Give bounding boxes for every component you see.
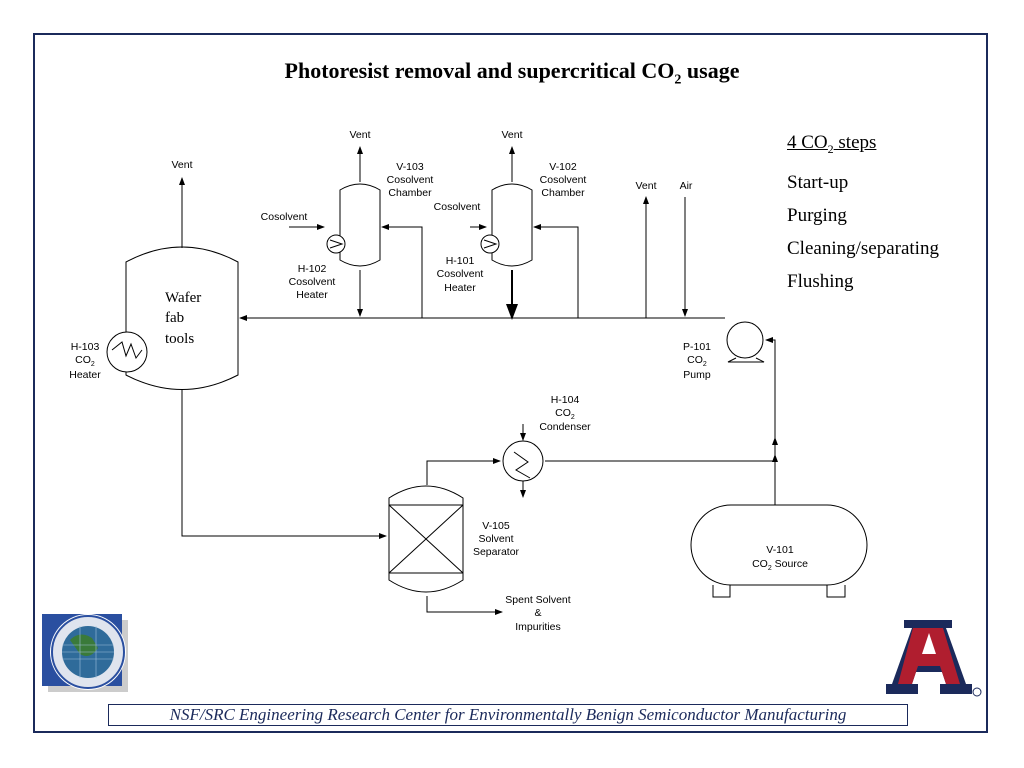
university-of-arizona-logo [886, 620, 982, 697]
svg-text:Solvent: Solvent [478, 533, 513, 545]
v101-label: V-101 CO2 Source [752, 544, 808, 572]
svg-text:Heater: Heater [444, 282, 476, 294]
h103-heater [106, 331, 148, 373]
svg-text:CO2: CO2 [75, 354, 95, 368]
svg-text:tools: tools [165, 331, 194, 347]
svg-text:Heater: Heater [69, 369, 101, 381]
svg-text:V-101: V-101 [766, 544, 794, 556]
step-item: Start-up [787, 171, 849, 193]
svg-text:Heater: Heater [296, 289, 328, 301]
p101-label: P-101 CO2 Pump [683, 341, 711, 381]
svg-text:Wafer: Wafer [165, 290, 201, 306]
v101-co2-source [690, 504, 868, 586]
v103-label: V-103 Cosolvent Chamber [387, 161, 434, 199]
footer-banner: NSF/SRC Engineering Research Center for … [108, 704, 908, 726]
svg-text:V-102: V-102 [549, 161, 577, 173]
svg-text:CO2: CO2 [555, 407, 575, 421]
h104-label: H-104 CO2 Condenser [539, 394, 591, 433]
svg-text:Cosolvent: Cosolvent [540, 174, 587, 186]
spent-solvent-label: Spent Solvent & Impurities [505, 594, 570, 633]
svg-text:Cosolvent: Cosolvent [387, 174, 434, 186]
svg-text:H-103: H-103 [71, 341, 100, 353]
svg-text:Chamber: Chamber [388, 187, 432, 199]
co2-steps-list: 4 CO2 steps Start-up Purging Cleaning/se… [787, 126, 939, 298]
steps-heading: 4 CO2 steps [787, 132, 877, 156]
svg-text:Cosolvent: Cosolvent [437, 268, 484, 280]
svg-text:Pump: Pump [683, 369, 711, 381]
svg-text:P-101: P-101 [683, 341, 711, 353]
svg-text:V-105: V-105 [482, 520, 510, 532]
v105-label: V-105 Solvent Separator [473, 520, 520, 558]
h101-label: H-101 Cosolvent Heater [437, 255, 484, 294]
slide-frame [33, 33, 988, 733]
step-item: Purging [787, 204, 847, 226]
svg-text:H-102: H-102 [298, 263, 327, 275]
svg-text:CO2: CO2 [687, 354, 707, 368]
step-item: Cleaning/separating [787, 237, 939, 259]
wafer-fab-tools-vessel [125, 246, 239, 390]
svg-text:Spent Solvent: Spent Solvent [505, 594, 570, 606]
cosolvent-label: Cosolvent [434, 201, 481, 213]
vent-label: Vent [171, 159, 192, 171]
air-label: Air [680, 180, 693, 192]
svg-text:Impurities: Impurities [515, 621, 561, 633]
v102-label: V-102 Cosolvent Chamber [540, 161, 587, 199]
h102-label: H-102 Cosolvent Heater [289, 263, 336, 301]
svg-text:Separator: Separator [473, 546, 520, 558]
vent-label: Vent [349, 129, 370, 141]
h103-label: H-103 CO2 Heater [69, 341, 101, 381]
v102-cosolvent-chamber [491, 183, 533, 267]
erc-seal-logo [42, 614, 128, 692]
svg-text:Condenser: Condenser [539, 421, 591, 433]
svg-text:Cosolvent: Cosolvent [289, 276, 336, 288]
v103-cosolvent-chamber [339, 183, 381, 267]
cosolvent-label: Cosolvent [261, 211, 308, 223]
slide-title: Photoresist removal and supercritical CO… [284, 58, 740, 88]
step-item: Flushing [787, 270, 854, 292]
vent-label: Vent [501, 129, 522, 141]
h104-co2-condenser [502, 440, 544, 482]
vent-label: Vent [635, 180, 656, 192]
svg-text:H-101: H-101 [446, 255, 475, 267]
svg-text:CO2 Source: CO2 Source [752, 558, 808, 572]
svg-text:Chamber: Chamber [541, 187, 585, 199]
svg-text:&: & [534, 607, 541, 619]
svg-text:fab: fab [165, 310, 184, 326]
p101-co2-pump [726, 321, 764, 359]
wafer-fab-tools-label: Wafer fab tools [165, 290, 201, 347]
svg-text:H-104: H-104 [551, 394, 580, 406]
svg-text:V-103: V-103 [396, 161, 424, 173]
